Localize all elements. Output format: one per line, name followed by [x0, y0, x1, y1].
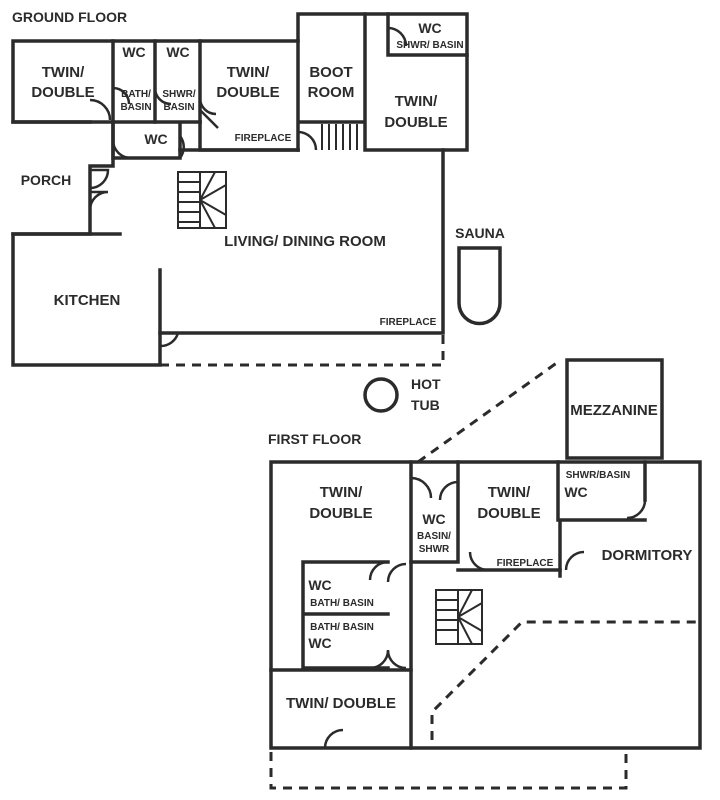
hot-tub-shape — [363, 377, 399, 413]
room-label: TWIN/ — [395, 93, 438, 110]
room-label: BATH/ BASIN — [310, 622, 374, 633]
porch-door — [88, 168, 110, 211]
room-label: WC — [166, 44, 189, 60]
balcony-outline — [269, 752, 628, 790]
spiral-stair — [177, 171, 227, 229]
door-swing — [368, 560, 407, 583]
room-label: FIREPLACE — [497, 558, 554, 569]
room-label: PORCH — [21, 172, 72, 188]
room-label: LIVING/ DINING ROOM — [224, 233, 386, 250]
room-label: SHWR/ — [162, 89, 196, 100]
room-label: BOOT — [309, 64, 352, 81]
sauna-label: SAUNA — [455, 225, 505, 241]
room-label: DOUBLE — [477, 505, 540, 522]
spiral-stair — [435, 589, 483, 645]
room-label: FIREPLACE — [235, 133, 292, 144]
ground-wall — [111, 39, 202, 124]
room-label: DOUBLE — [216, 84, 279, 101]
room-label: SHWR — [419, 544, 450, 555]
door-swing — [369, 649, 407, 670]
room-label: DORMITORY — [602, 547, 693, 564]
room-label: WC — [564, 484, 587, 500]
ground-wall — [11, 232, 162, 335]
mezzanine-outline — [565, 358, 664, 460]
void-outline — [430, 620, 700, 740]
first-wall — [409, 460, 647, 572]
room-label: BASIN — [120, 102, 151, 113]
mezzanine-dash — [417, 360, 559, 464]
door-swing — [112, 86, 219, 129]
outdoor-features: SAUNA HOT TUB — [363, 225, 505, 413]
door-swing — [89, 98, 180, 348]
first-floor: FIRST FLOOR MEZZANINE TWIN/ DOUBLE WC — [268, 358, 702, 790]
room-label: WC — [144, 131, 167, 147]
room-label: WC — [418, 20, 441, 36]
room-label: SHWR/ BASIN — [396, 40, 463, 51]
room-label: WC — [308, 577, 331, 593]
room-label: DOUBLE — [31, 84, 94, 101]
door-swing — [297, 26, 408, 151]
room-label: WC — [122, 44, 145, 60]
terrace-outline — [160, 335, 445, 367]
room-label: WC — [422, 511, 445, 527]
room-label: BASIN — [163, 102, 194, 113]
stair-treads — [321, 124, 358, 150]
first-floor-heading: FIRST FLOOR — [268, 431, 361, 447]
first-wall — [556, 460, 647, 522]
room-label: TWIN/ DOUBLE — [286, 695, 396, 712]
hot-tub-label: TUB — [411, 397, 440, 413]
room-label: TWIN/ — [488, 484, 531, 501]
room-label: TWIN/ — [320, 484, 363, 501]
room-label: SHWR/BASIN — [566, 470, 630, 481]
ground-floor: GROUND FLOOR TWIN/ DOUBLE WC — [11, 9, 469, 367]
room-label: BATH/ BASIN — [310, 598, 374, 609]
room-label: ROOM — [308, 84, 355, 101]
room-label: BATH/ — [121, 89, 151, 100]
room-label: WC — [308, 635, 331, 651]
room-label: FIREPLACE — [380, 317, 437, 328]
room-label: KITCHEN — [54, 292, 121, 309]
door-swing — [468, 550, 585, 572]
ground-floor-heading: GROUND FLOOR — [12, 9, 127, 25]
sauna-shape — [457, 246, 502, 326]
room-label: TWIN/ — [42, 64, 85, 81]
first-wall — [301, 560, 390, 670]
room-label: MEZZANINE — [570, 402, 658, 419]
door-swing — [323, 499, 647, 749]
room-label: DOUBLE — [309, 505, 372, 522]
door-swing — [111, 135, 185, 160]
door-swing — [410, 476, 459, 501]
room-label: BASIN/ — [417, 531, 451, 542]
room-label: TWIN/ — [227, 64, 270, 81]
room-label: DOUBLE — [384, 114, 447, 131]
hot-tub-label: HOT — [411, 376, 441, 392]
